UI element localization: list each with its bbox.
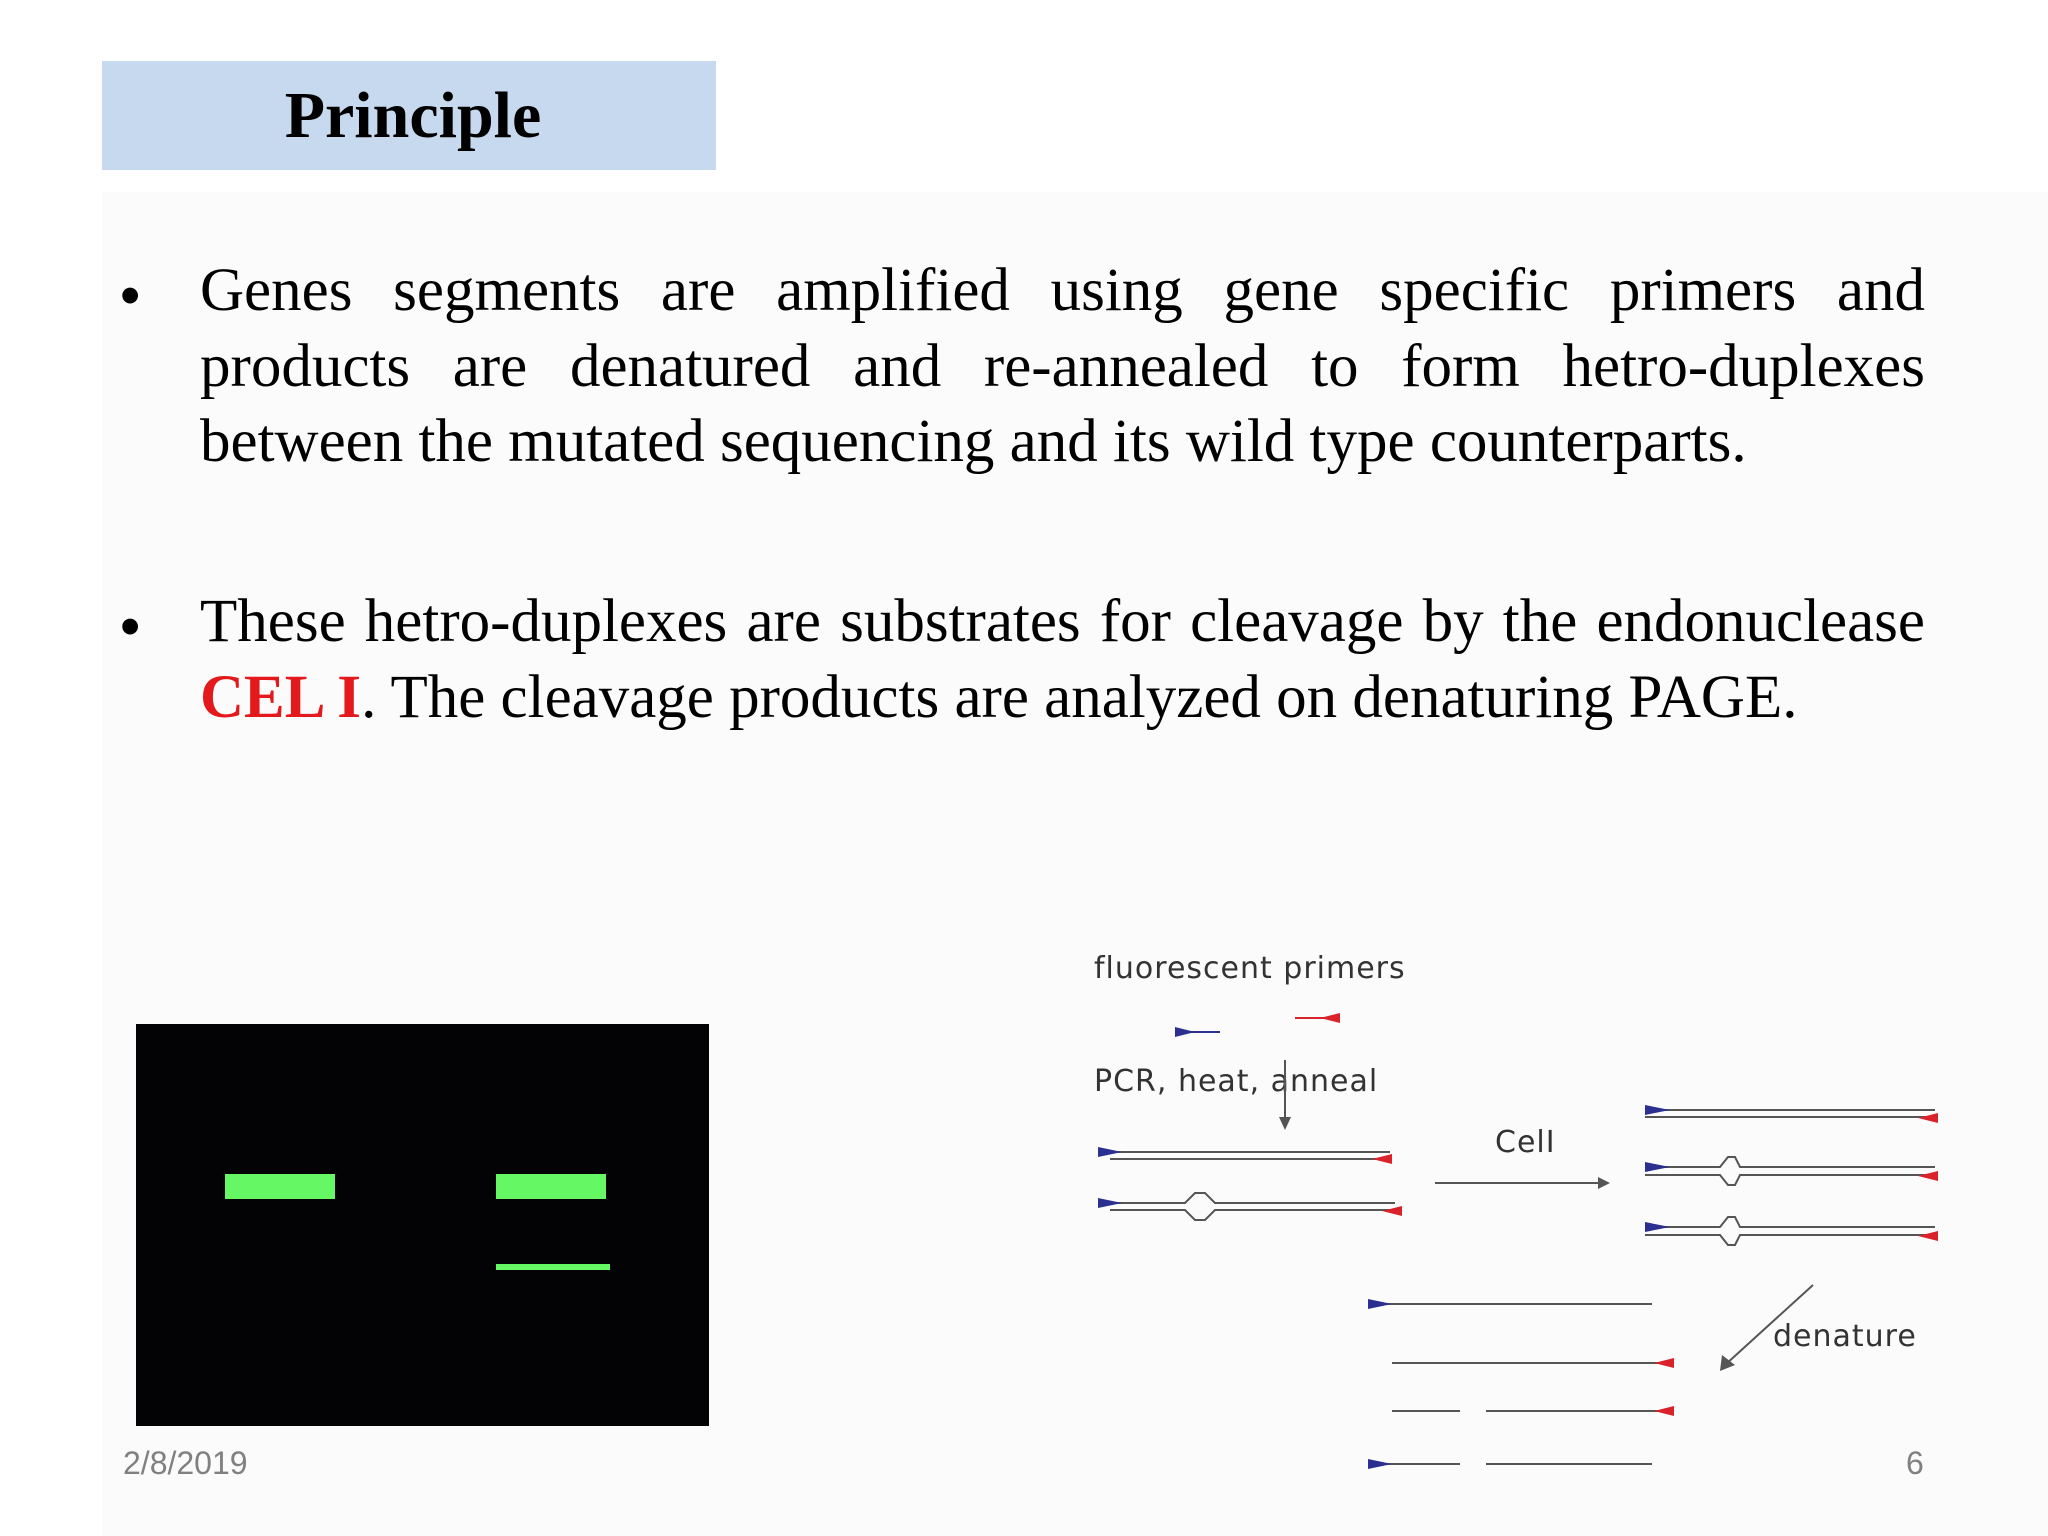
bullet-text-2-end: . The cleavage products are analyzed on … bbox=[361, 663, 1798, 731]
label-pcr-heat-anneal: PCR, heat, anneal bbox=[1094, 1064, 1378, 1099]
cleaved-duplex-3 bbox=[1645, 1216, 1938, 1246]
homoduplex bbox=[1098, 1147, 1392, 1164]
footer-date: 2/8/2019 bbox=[123, 1445, 248, 1481]
label-celi: CelI bbox=[1495, 1125, 1556, 1160]
footer-page-number: 6 bbox=[1906, 1445, 1924, 1481]
title-box: Principle bbox=[102, 61, 716, 170]
heteroduplex bbox=[1098, 1192, 1402, 1221]
bullet-text-2: These hetro-duplexes are substrates for … bbox=[200, 584, 1925, 735]
celi-assay-diagram: fluorescent primers PCR, heat, anneal Ce… bbox=[1094, 951, 1938, 1469]
slide-title: Principle bbox=[284, 78, 542, 152]
bullet-text-2-start: These hetro-duplexes are substrates for … bbox=[200, 588, 1925, 655]
gel-band-lane2-upper bbox=[496, 1174, 606, 1199]
gel-image bbox=[136, 1024, 709, 1426]
primer-pair-icon bbox=[1175, 1013, 1340, 1037]
cel-i-highlight: CEL I bbox=[200, 663, 362, 731]
denature-arrow bbox=[1724, 1284, 1814, 1366]
label-denature: denature bbox=[1773, 1319, 1917, 1354]
label-fluorescent-primers: fluorescent primers bbox=[1094, 951, 1406, 986]
cleaved-duplex-2 bbox=[1645, 1156, 1938, 1186]
single-strands bbox=[1368, 1299, 1674, 1469]
bullet-marker-2: • bbox=[120, 594, 141, 659]
bullet-marker-1: • bbox=[120, 263, 141, 328]
gel-band-lane2-lower bbox=[496, 1264, 610, 1270]
bullet-text-1: Genes segments are amplified using gene … bbox=[200, 257, 1925, 475]
gel-band-lane1 bbox=[225, 1174, 335, 1199]
cleaved-duplex-1 bbox=[1645, 1105, 1938, 1123]
